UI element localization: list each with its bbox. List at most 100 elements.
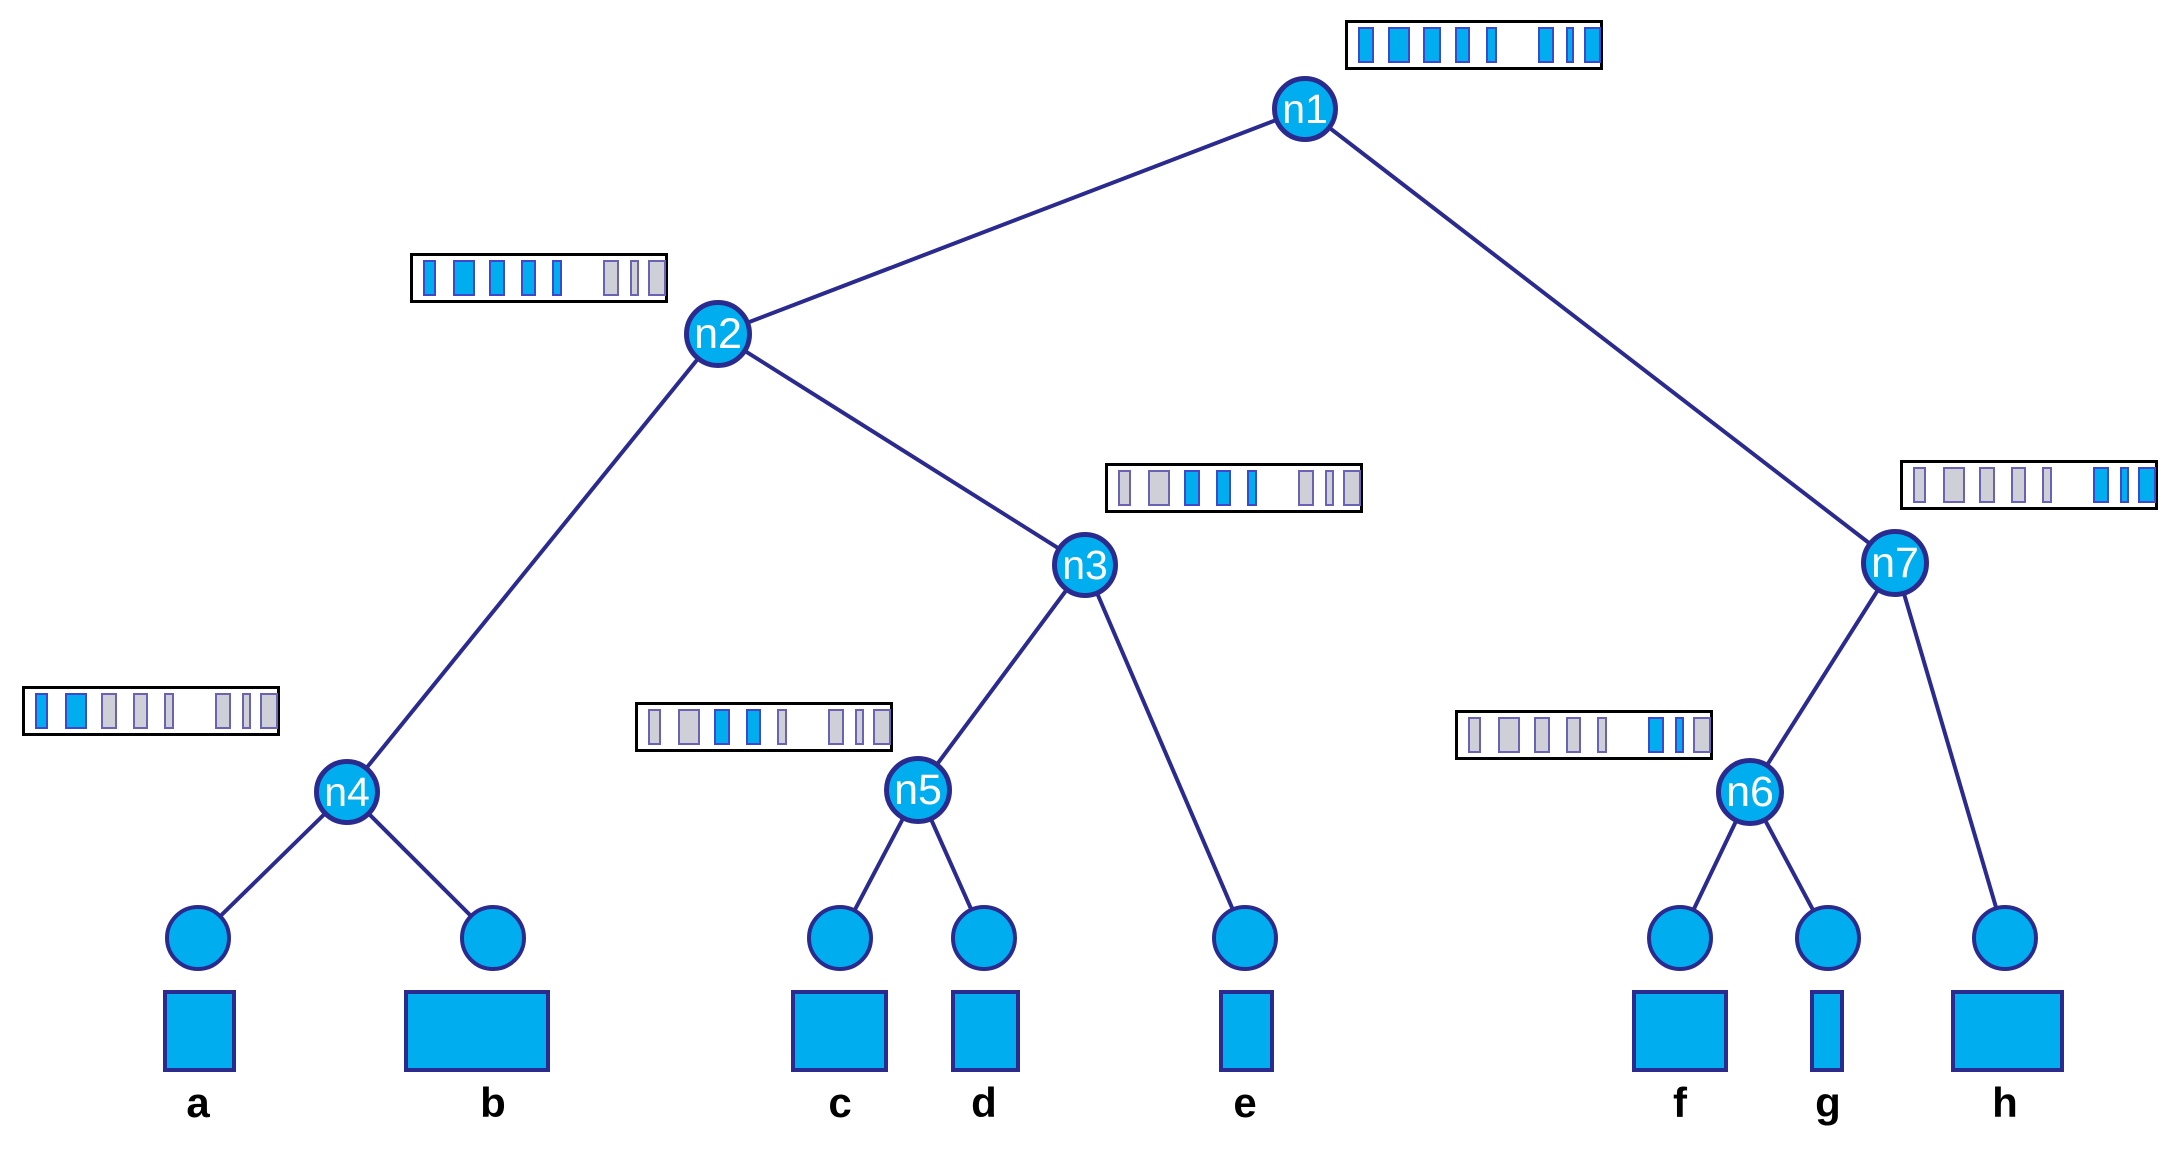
barcode-strip-n3: [1105, 463, 1363, 513]
leaf-node-label-a: a: [186, 1079, 210, 1126]
barcode-bar-inactive: [1148, 470, 1170, 506]
barcode-strip-n5: [635, 702, 893, 752]
barcode-bar-inactive: [133, 693, 148, 729]
barcode-bar-inactive: [855, 709, 864, 745]
barcode-bar-inactive: [1325, 470, 1334, 506]
barcode-bar-active: [1388, 27, 1410, 63]
barcode-bar-active: [1455, 27, 1470, 63]
leaf-node-bar-a[interactable]: [163, 990, 236, 1072]
barcode-bar-active: [1486, 27, 1497, 63]
leaf-node-circle-g[interactable]: [1795, 905, 1861, 971]
barcode-strip-n1: [1345, 20, 1603, 70]
leaf-node-label-g: g: [1815, 1079, 1841, 1126]
tree-node-label: n5: [894, 765, 942, 814]
barcode-bar-inactive: [1468, 717, 1481, 753]
leaf-node-bar-h[interactable]: [1951, 990, 2064, 1072]
tree-node-n5[interactable]: n5: [884, 756, 952, 824]
leaf-node-circle-b[interactable]: [460, 905, 526, 971]
barcode-bar-active: [746, 709, 761, 745]
barcode-bar-inactive: [777, 709, 787, 745]
barcode-bar-inactive: [1597, 717, 1607, 753]
barcode-bar-inactive: [260, 693, 278, 729]
leaf-node-label-c: c: [828, 1079, 852, 1126]
leaf-node-bar-b[interactable]: [404, 990, 550, 1072]
barcode-bar-inactive: [1693, 717, 1711, 753]
tree-node-n1[interactable]: n1: [1272, 76, 1338, 142]
barcode-bar-active: [453, 260, 475, 296]
barcode-bar-inactive: [1979, 467, 1995, 503]
barcode-bar-active: [423, 260, 436, 296]
leaf-node-label-e: e: [1233, 1079, 1257, 1126]
tree-edge: [196, 790, 349, 940]
leaf-node-label-b: b: [480, 1079, 506, 1126]
tree-edge: [345, 790, 495, 940]
barcode-bar-inactive: [603, 260, 619, 296]
tree-node-label: n3: [1062, 541, 1108, 588]
barcode-bar-inactive: [1343, 470, 1361, 506]
barcode-bar-active: [552, 260, 562, 296]
tree-node-n3[interactable]: n3: [1052, 532, 1118, 598]
tree-node-n2[interactable]: n2: [684, 300, 752, 368]
barcode-bar-active: [1358, 27, 1374, 63]
leaf-node-label-h: h: [1992, 1079, 2018, 1126]
leaf-node-bar-c[interactable]: [791, 990, 888, 1072]
barcode-bar-inactive: [678, 709, 700, 745]
barcode-bar-inactive: [1913, 467, 1926, 503]
leaf-node-bar-d[interactable]: [951, 990, 1020, 1072]
barcode-bar-inactive: [828, 709, 844, 745]
barcode-bar-active: [1566, 27, 1574, 63]
barcode-bar-inactive: [101, 693, 117, 729]
leaf-node-circle-e[interactable]: [1212, 905, 1278, 971]
barcode-bar-inactive: [648, 709, 661, 745]
tree-node-label: n7: [1871, 538, 1919, 587]
barcode-bar-inactive: [630, 260, 639, 296]
barcode-bar-inactive: [215, 693, 231, 729]
barcode-bar-inactive: [1943, 467, 1965, 503]
tree-node-label: n2: [694, 309, 742, 358]
barcode-bar-inactive: [648, 260, 666, 296]
barcode-bar-active: [1247, 470, 1257, 506]
barcode-bar-inactive: [164, 693, 174, 729]
tree-edge: [1083, 564, 1247, 939]
leaf-node-bar-g[interactable]: [1810, 990, 1844, 1072]
barcode-bar-inactive: [1566, 717, 1581, 753]
leaf-node-circle-d[interactable]: [951, 905, 1017, 971]
barcode-bar-active: [1423, 27, 1441, 63]
tree-node-label: n6: [1726, 767, 1774, 816]
leaf-node-bar-e[interactable]: [1219, 990, 1274, 1072]
tree-edge: [345, 332, 720, 794]
barcode-bar-inactive: [2042, 467, 2052, 503]
tree-node-label: n1: [1282, 85, 1328, 132]
tree-edge: [916, 563, 1087, 792]
barcode-bar-active: [714, 709, 730, 745]
barcode-bar-active: [1184, 470, 1200, 506]
tree-node-n7[interactable]: n7: [1861, 529, 1929, 597]
barcode-bar-active: [1648, 717, 1664, 753]
barcode-bar-active: [521, 260, 536, 296]
leaf-node-circle-c[interactable]: [807, 905, 873, 971]
tree-edge: [1303, 107, 1897, 565]
barcode-strip-n6: [1455, 710, 1713, 760]
tree-node-n4[interactable]: n4: [314, 759, 380, 825]
barcode-bar-active: [1216, 470, 1231, 506]
barcode-strip-n4: [22, 686, 280, 736]
tree-node-n6[interactable]: n6: [1716, 758, 1784, 826]
barcode-bar-inactive: [1118, 470, 1131, 506]
tree-node-label: n4: [324, 768, 370, 815]
barcode-bar-active: [2138, 467, 2156, 503]
barcode-bar-active: [2120, 467, 2129, 503]
barcode-bar-inactive: [242, 693, 251, 729]
barcode-bar-active: [2093, 467, 2109, 503]
barcode-bar-active: [65, 693, 87, 729]
leaf-node-bar-f[interactable]: [1632, 990, 1728, 1072]
barcode-bar-inactive: [1498, 717, 1520, 753]
leaf-node-circle-f[interactable]: [1647, 905, 1713, 971]
leaf-node-circle-h[interactable]: [1972, 905, 2038, 971]
barcode-strip-n2: [410, 253, 668, 303]
barcode-bar-active: [1675, 717, 1684, 753]
barcode-bar-inactive: [873, 709, 891, 745]
tree-edge: [717, 107, 1306, 336]
tree-edge: [716, 332, 1087, 567]
leaf-node-circle-a[interactable]: [165, 905, 231, 971]
